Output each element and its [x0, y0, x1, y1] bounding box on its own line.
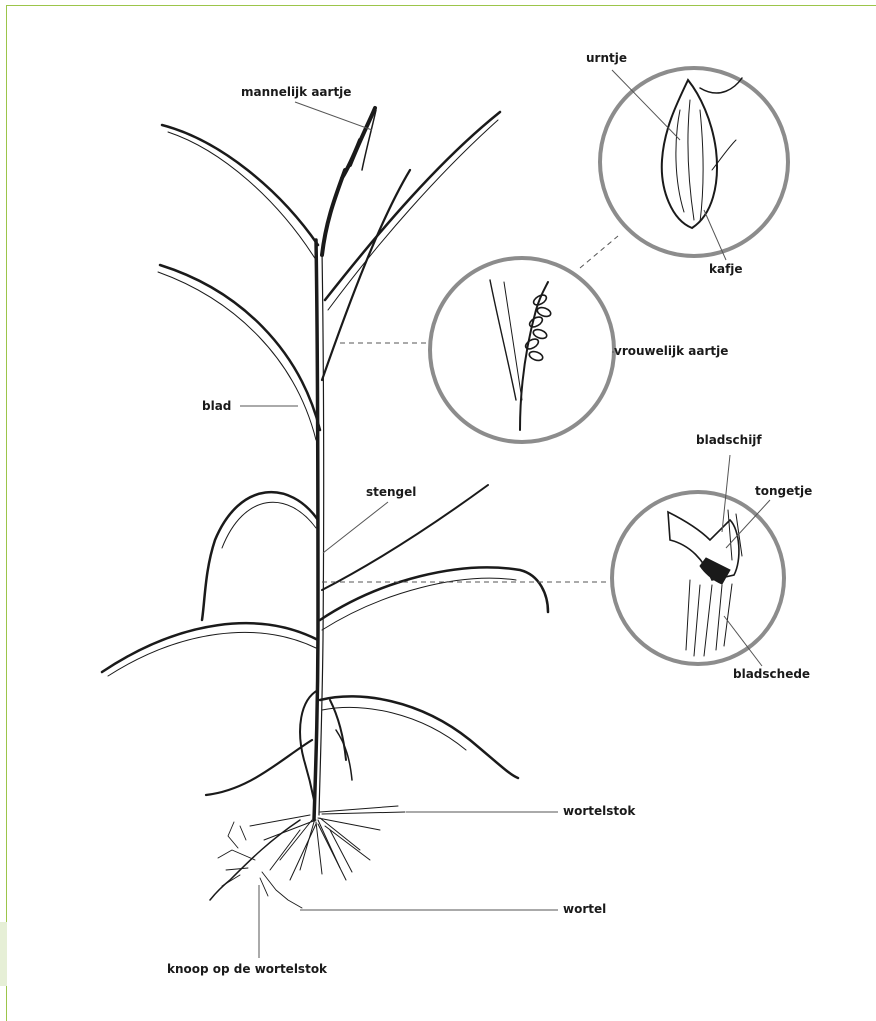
- leaf-lower-left-arch: [202, 492, 318, 620]
- leaf-base-left: [206, 740, 312, 795]
- leader-mannelijk: [295, 102, 372, 130]
- label-stengel: stengel: [366, 485, 416, 499]
- leader-stengel: [323, 502, 388, 553]
- leaf-right-upward: [322, 485, 488, 590]
- label-wortelstok: wortelstok: [563, 804, 635, 818]
- label-mannelijk-aartje: mannelijk aartje: [241, 85, 351, 99]
- root-mass: [250, 806, 405, 880]
- side-roots: [218, 822, 302, 908]
- label-wortel: wortel: [563, 902, 606, 916]
- label-urntje: urntje: [586, 51, 627, 65]
- vrouwelijk-aartje-circle: [430, 258, 614, 442]
- label-knoop-op-de-wortelstok: knoop op de wortelstok: [167, 962, 327, 976]
- stem-shade: [319, 250, 324, 815]
- label-blad: blad: [202, 399, 231, 413]
- label-kafje: kafje: [709, 262, 743, 276]
- ligula-circle: [612, 492, 784, 664]
- leader-circle-link-top: [580, 236, 618, 268]
- label-vrouwelijk-aartje: vrouwelijk aartje: [614, 344, 728, 358]
- leaf-lower-left-long: [102, 623, 318, 672]
- leaf-mid-left: [160, 265, 320, 430]
- label-bladschede: bladschede: [733, 667, 810, 681]
- label-bladschijf: bladschijf: [696, 433, 762, 447]
- stem: [314, 240, 318, 820]
- leaf-top-left: [162, 125, 318, 245]
- label-tongetje: tongetje: [755, 484, 812, 498]
- male-spike: [322, 108, 375, 255]
